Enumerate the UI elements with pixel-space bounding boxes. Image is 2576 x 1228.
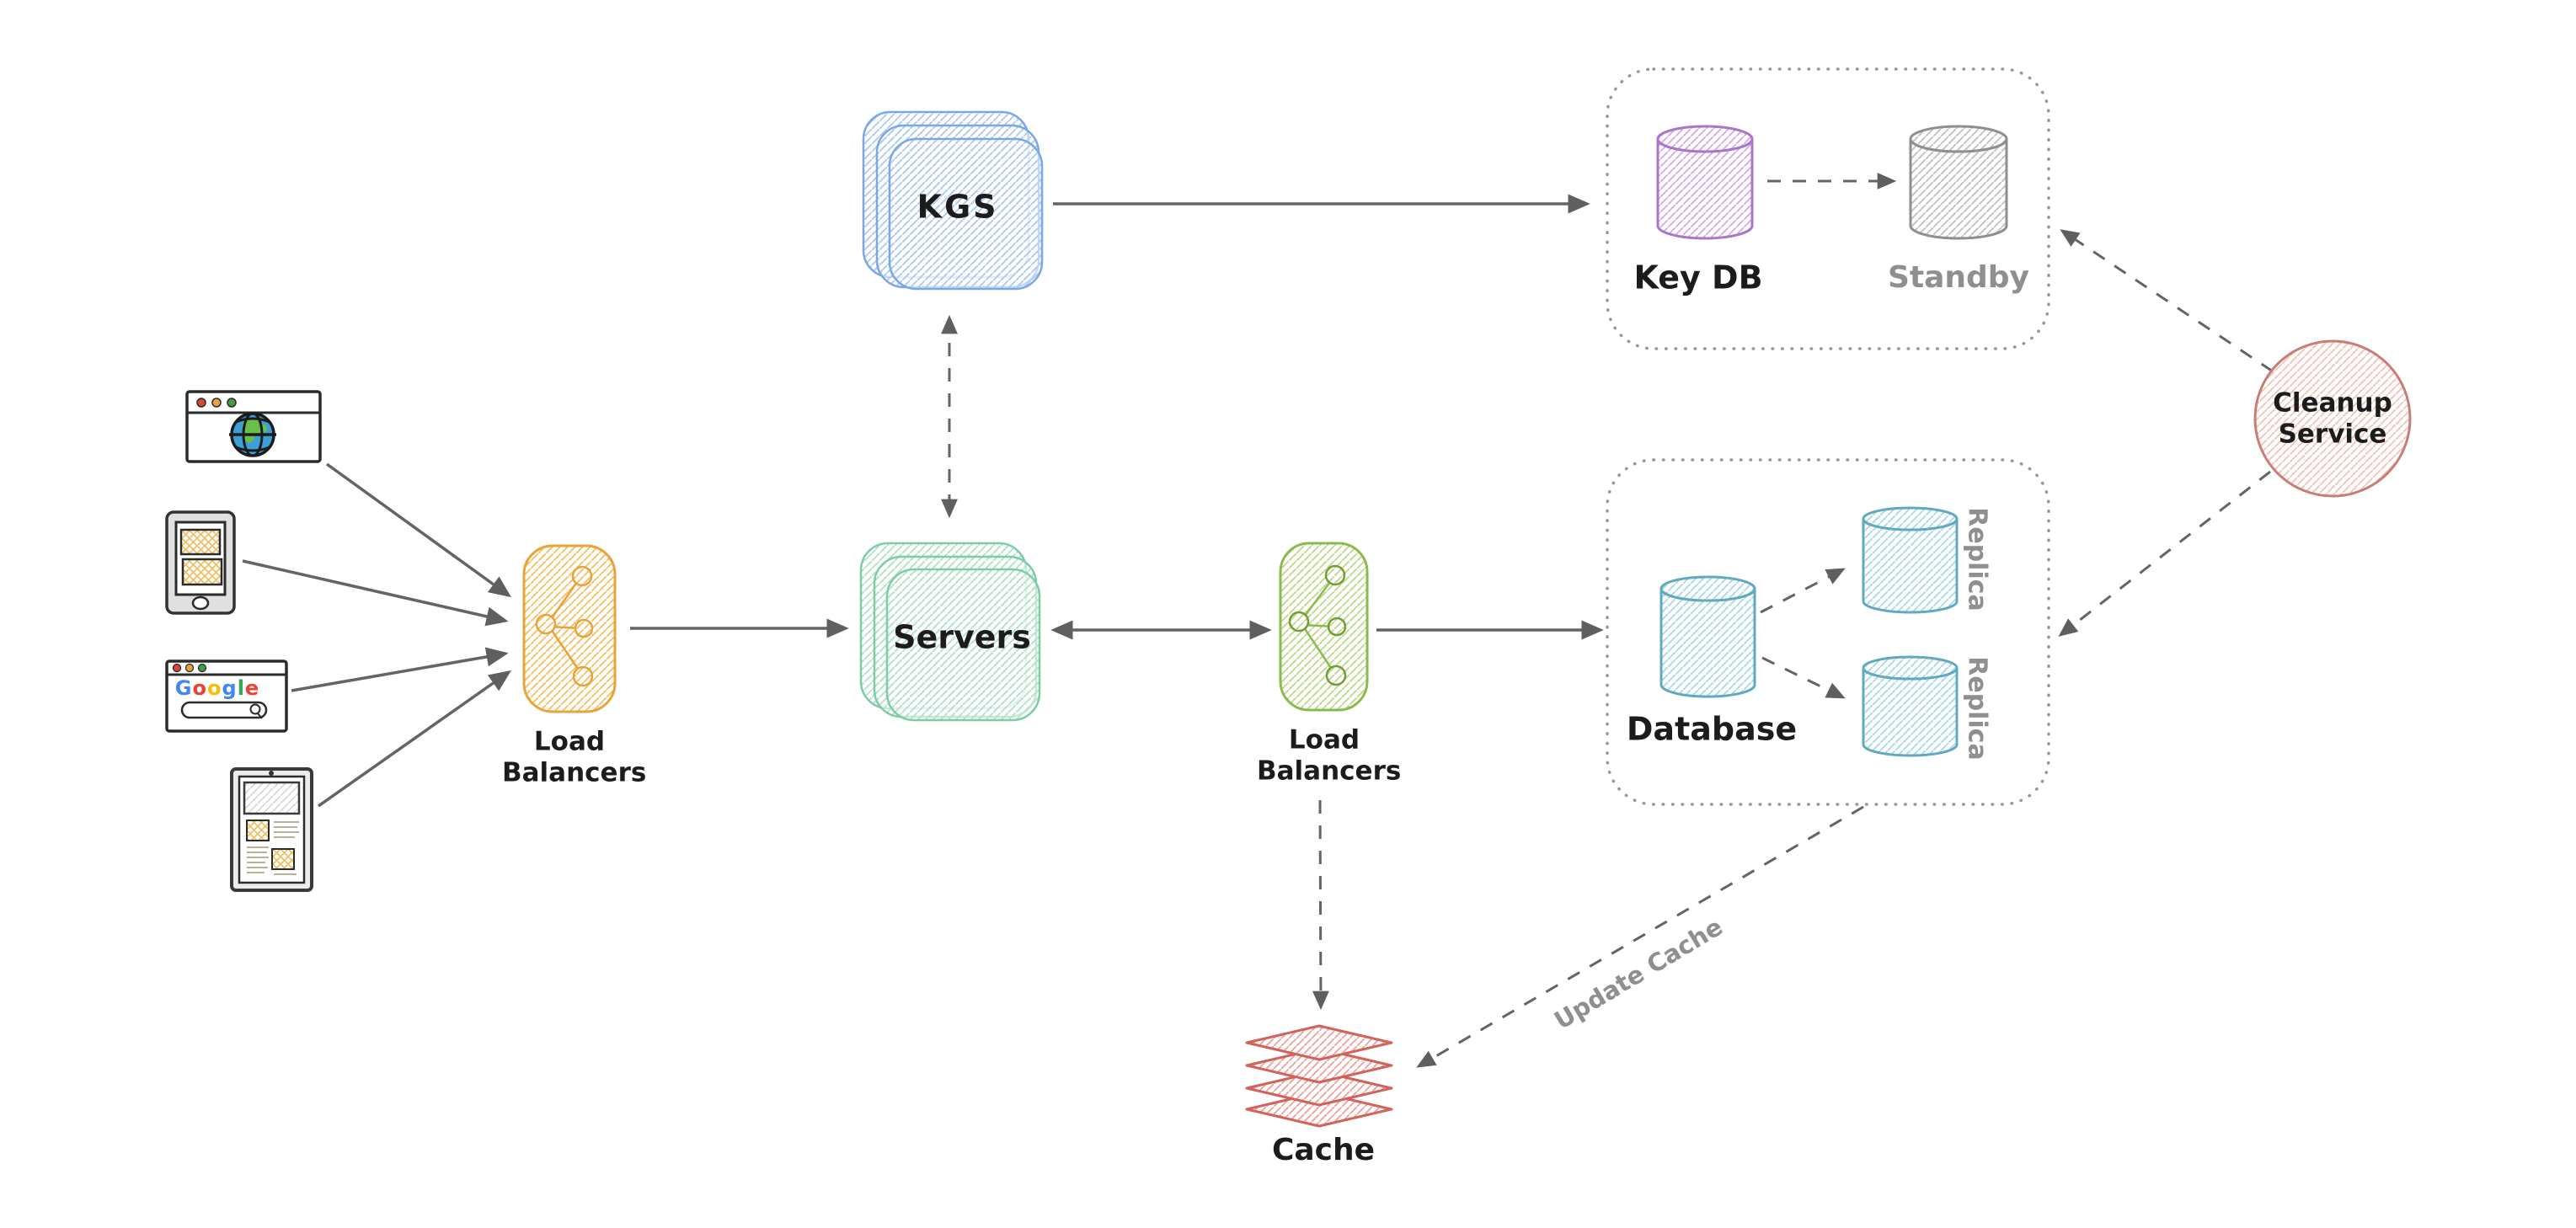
replica-top-cylinder (1862, 506, 1959, 614)
load-balancer-db-node (1279, 542, 1369, 712)
globe-icon (229, 412, 276, 457)
arrow-mobile-to-lb (242, 559, 509, 627)
key-db-cylinder (1656, 125, 1754, 240)
arrow-cleanup-to-keydb (2060, 229, 2274, 373)
arrow-db-to-replica-top (1760, 568, 1846, 614)
kgs-node (862, 110, 1044, 291)
cache-label: Cache (1271, 1132, 1376, 1167)
load-balancer-left-node (522, 544, 617, 713)
google-logo-letter: e (244, 676, 260, 700)
arrow-update-cache (1416, 805, 1864, 1068)
google-logo-letter: g (222, 676, 238, 700)
cache-node (1245, 1024, 1393, 1128)
replica-top-label: Replica (1962, 507, 1992, 611)
cleanup-service-label: Cleanup Service (2273, 387, 2392, 449)
network-icon (535, 565, 594, 687)
arrow-db-to-replica-bottom (1761, 656, 1846, 699)
google-logo-letter: G (174, 676, 193, 700)
magnifier-icon (249, 703, 263, 719)
standby-label: Standby (1887, 259, 2030, 295)
google-logo-letter: o (207, 676, 222, 700)
client-browser-icon (185, 390, 322, 463)
google-logo-letter: o (192, 676, 207, 700)
kgs-label: KGS (917, 188, 999, 226)
cleanup-service-node (2253, 339, 2412, 498)
arrow-lb-to-cache-dashed (1312, 799, 1329, 1011)
standby-cylinder (1909, 125, 2008, 240)
client-tablet-icon (230, 767, 313, 892)
replica-bottom-cylinder (1862, 655, 1959, 757)
dashed-arrows (941, 173, 2274, 1068)
arrow-browser-to-lb (325, 462, 511, 598)
servers-label: Servers (893, 618, 1031, 656)
database-label: Database (1626, 710, 1798, 748)
arrow-search-to-lb (291, 647, 509, 692)
replica-bottom-label: Replica (1962, 656, 1992, 761)
database-cylinder (1659, 575, 1756, 698)
load-balancer-left-label: Load Balancers (502, 726, 647, 788)
flow-arrows (630, 194, 1604, 640)
google-logo-letter: l (237, 676, 245, 700)
arrow-tablet-to-lb (317, 670, 512, 808)
key-db-label: Key DB (1633, 259, 1763, 296)
google-logo: Google (175, 676, 259, 700)
client-arrows (242, 462, 512, 808)
client-mobile-icon (165, 510, 236, 615)
arrow-cleanup-to-database (2058, 470, 2271, 637)
network-icon (1288, 564, 1347, 686)
client-search-window-icon (165, 659, 288, 733)
database-group-container (1606, 458, 2050, 806)
key-db-group-container (1606, 67, 2050, 350)
load-balancer-db-label: Load Balancers (1257, 724, 1402, 786)
servers-node (859, 542, 1041, 722)
